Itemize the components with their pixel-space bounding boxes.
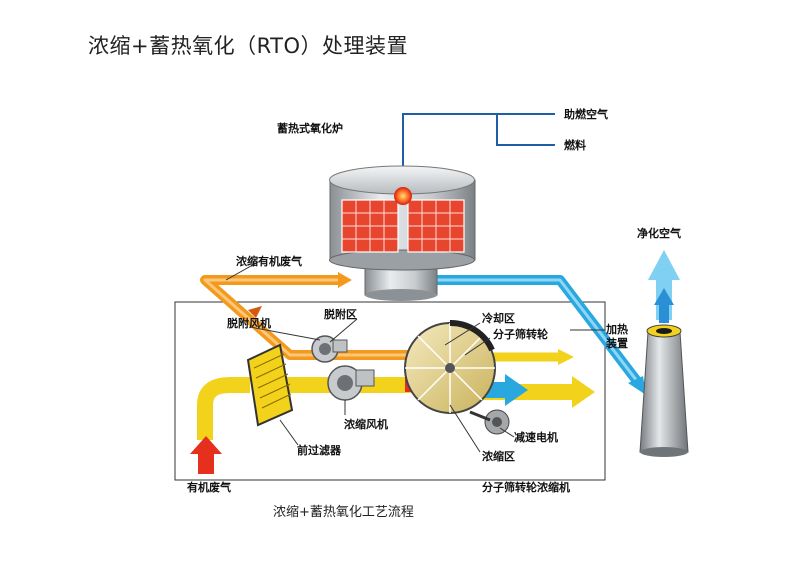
desorption-fan <box>311 335 348 363</box>
cooling-arrow-icon <box>558 349 574 365</box>
clean-air-arrow <box>659 305 669 323</box>
clean-gas-arrow-icon <box>628 376 646 395</box>
inlet-arrow-icon <box>190 436 222 454</box>
clean-gas-pipe <box>425 275 645 390</box>
label-molecular-sieve-wheel: 分子筛转轮 <box>493 327 548 341</box>
page-title: 浓缩+蓄热氧化（RTO）处理装置 <box>88 34 409 58</box>
leader-lines <box>225 261 605 453</box>
gas-arrow-icon <box>248 306 262 318</box>
label-desorption-fan: 脱附风机 <box>227 316 271 330</box>
label-pre-filter: 前过滤器 <box>297 443 342 457</box>
gas-arrow-icon <box>338 272 352 288</box>
label-wheel-concentrator: 分子筛转轮浓缩机 <box>482 480 570 494</box>
concentrator-enclosure <box>174 301 606 481</box>
exhaust-stack <box>639 324 689 457</box>
label-organic-waste-gas: 有机废气 <box>187 480 231 494</box>
label-heating-device-1: 加热 <box>605 322 628 336</box>
label-concentration-zone: 浓缩区 <box>482 449 515 463</box>
reduction-motor <box>469 409 510 435</box>
inlet-arrow <box>198 452 214 474</box>
flame-icon <box>394 187 412 205</box>
label-clean-air: 净化空气 <box>637 226 681 240</box>
concentrated-gas-pipe <box>200 275 445 360</box>
supply-lines <box>402 113 555 168</box>
label-cooling-zone: 冷却区 <box>482 311 515 325</box>
clean-air-arrow-icon <box>654 288 674 305</box>
concentration-fan <box>327 365 375 401</box>
label-fuel: 燃料 <box>563 138 586 152</box>
diagram-caption: 浓缩+蓄热氧化工艺流程 <box>273 505 414 520</box>
label-desorption-zone: 脱附区 <box>324 307 357 321</box>
label-combustion-air: 助燃空气 <box>564 107 608 121</box>
label-concentrated-organic-gas: 浓缩有机废气 <box>236 254 302 268</box>
clean-flow-arrow-icon <box>505 374 528 406</box>
rto-furnace <box>329 165 476 301</box>
label-heating-device-2: 装置 <box>605 336 628 350</box>
label-concentration-fan: 浓缩风机 <box>344 417 388 431</box>
molecular-sieve-wheel <box>404 319 496 414</box>
waste-gas-arrow-icon <box>572 376 595 408</box>
clean-air-arrow-icon <box>648 250 680 280</box>
label-reduction-motor: 减速电机 <box>514 430 558 444</box>
label-rto-furnace: 蓄热式氧化炉 <box>277 121 343 135</box>
pre-filter <box>246 343 294 427</box>
